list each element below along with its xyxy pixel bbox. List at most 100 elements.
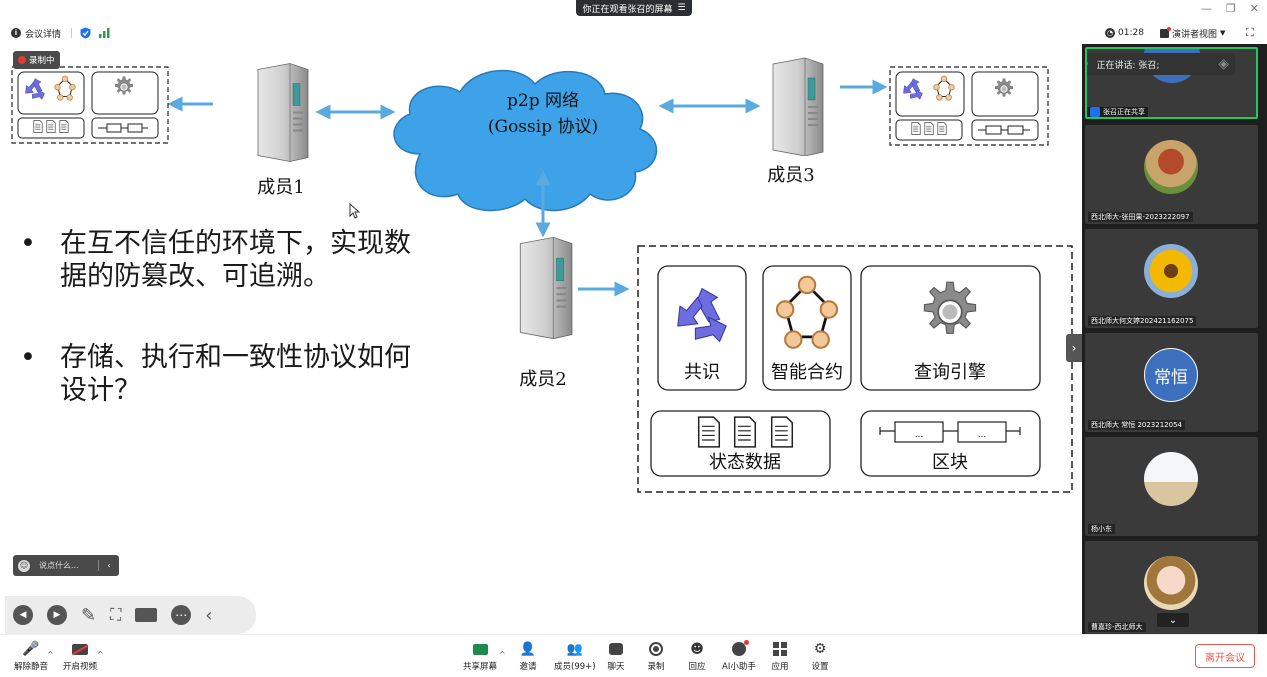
leave-meeting-button[interactable]: 离开会议 — [1195, 644, 1255, 668]
bullet-2-line-2: 设计？ — [60, 375, 141, 406]
record-button[interactable]: 录制 — [647, 641, 665, 672]
server-member3 — [772, 57, 824, 156]
video-off-icon — [71, 641, 89, 657]
sharing-banner[interactable]: 你正在观看张召的屏幕 ☰ — [576, 0, 692, 16]
chat-placeholder: 说点什么... — [39, 561, 79, 570]
ai-assistant-button[interactable]: AI小助手 — [722, 640, 756, 672]
invite-icon: 👤 — [519, 641, 537, 657]
meeting-timer: ◔ 01:28 — [1105, 28, 1144, 38]
timer-value: 01:28 — [1118, 28, 1144, 38]
meeting-toolbar — [0, 634, 1267, 677]
participant-name: 曹嘉珍-西北师大 — [1088, 622, 1146, 632]
state-data-label: 状态数据 — [709, 452, 781, 473]
camera-icon[interactable] — [135, 608, 158, 622]
p2p-cloud — [393, 69, 657, 212]
restore-icon[interactable]: ❐ — [1225, 2, 1236, 15]
invite-label: 邀请 — [519, 662, 537, 672]
bullet-1-line-1: 在互不信任的环境下，实现数 — [60, 228, 411, 259]
block-dots-1: ... — [915, 430, 924, 440]
participant-name: 西北师大 常恒 2023212054 — [1088, 420, 1185, 430]
chat-input[interactable]: ☺ 说点什么... ‹ — [13, 555, 119, 576]
annotation-toolbar: ◀ ▶ ✎ ⛶ ⋯ ‹ — [5, 596, 256, 634]
menu-icon: ☰ — [677, 3, 686, 13]
speaker-tile[interactable]: 🎙 正在讲话: 张召; ◈ 张召正在共享 — [1085, 47, 1258, 119]
bullet-mark: • — [20, 228, 36, 259]
chat-button[interactable]: 聊天 — [607, 641, 625, 672]
participant-tile[interactable]: 常恒 西北师大 常恒 2023212054 — [1085, 333, 1258, 432]
avatar: 常恒 — [1144, 348, 1198, 402]
meeting-info-bar: i 会议详情 ◔ 01:28 演讲者视图 ▼ ⛶ — [0, 22, 1267, 44]
banner-text: 你正在观看张召的屏幕 — [582, 4, 673, 15]
recording-badge[interactable]: 录制中 — [13, 51, 60, 69]
participant-name: 西北师大何文婷202421162075 — [1088, 316, 1197, 326]
divider — [71, 28, 73, 38]
reactions-label: 回应 — [688, 662, 706, 672]
participant-tile[interactable]: 西北师大-张田果-2023222097 — [1085, 125, 1258, 224]
start-video-button[interactable]: 开启视频 — [63, 641, 97, 672]
member1-label: 成员1 — [257, 177, 304, 198]
bullet-mark: • — [20, 342, 36, 373]
settings-button[interactable]: ⚙ 设置 — [811, 641, 829, 672]
consensus-label: 共识 — [684, 362, 720, 383]
record-dot-icon — [18, 56, 26, 64]
invite-button[interactable]: 👤 邀请 — [519, 641, 537, 673]
member3-label: 成员3 — [767, 165, 814, 186]
meeting-details-button[interactable]: i 会议详情 — [11, 27, 61, 40]
bullet-1: • 在互不信任的环境下，实现数 据的防篡改、可追溯。 — [20, 227, 490, 293]
reactions-icon: ☻ — [690, 641, 704, 657]
slide-diagram: p2p 网络 (Gossip 协议) 成员1 成员3 成员2 共识 智能合约 查… — [11, 57, 1073, 493]
divider — [98, 560, 99, 571]
shared-screen: p2p 网络 (Gossip 协议) 成员1 成员3 成员2 共识 智能合约 查… — [0, 44, 1082, 634]
chevron-up-icon[interactable]: ^ — [47, 650, 54, 659]
previous-icon[interactable]: ◀ — [13, 605, 33, 625]
members-button[interactable]: 👥 成员(99+) — [554, 641, 596, 673]
broadcast-icon: ◈ — [1218, 56, 1229, 72]
signal-icon[interactable] — [99, 28, 110, 38]
next-icon[interactable]: ▶ — [47, 605, 67, 625]
apps-label: 应用 — [771, 662, 789, 672]
ai-assistant-icon — [730, 640, 749, 657]
clock-icon: ◔ — [1105, 28, 1115, 38]
emoji-icon[interactable]: ☺ — [18, 559, 30, 572]
cloud-label-2: (Gossip 协议) — [488, 117, 598, 137]
apps-button[interactable]: 应用 — [771, 641, 789, 672]
unmute-button[interactable]: 🎤 解除静音 — [14, 641, 48, 672]
ai-assistant-label: AI小助手 — [722, 662, 756, 672]
server-member2 — [519, 236, 573, 340]
fullscreen-icon[interactable]: ⛶ — [1246, 26, 1254, 39]
layout-icon — [1160, 26, 1171, 38]
panel-toggle-icon[interactable]: › — [1066, 334, 1082, 362]
chat-label: 聊天 — [607, 662, 625, 672]
screenshot-icon[interactable]: ⛶ — [110, 605, 122, 624]
participant-tile[interactable]: ⌄ 曹嘉珍-西北师大 — [1085, 541, 1258, 634]
recording-label: 录制中 — [29, 56, 55, 66]
window-controls: — ❐ ✕ — [1201, 2, 1259, 15]
view-mode-label: 演讲者视图 — [1172, 29, 1218, 40]
close-icon[interactable]: ✕ — [1249, 2, 1259, 15]
collapse-icon[interactable]: ‹ — [205, 604, 213, 626]
more-icon[interactable]: ⋯ — [171, 605, 192, 625]
avatar — [1144, 140, 1198, 194]
mic-off-icon: 🎤 — [22, 641, 40, 657]
contract-label: 智能合约 — [771, 362, 843, 383]
share-screen-button[interactable]: 共享屏幕 — [463, 641, 497, 672]
view-mode-dropdown[interactable]: 演讲者视图 ▼ — [1160, 26, 1225, 40]
participant-tile[interactable]: 西北师大何文婷202421162075 — [1085, 229, 1258, 328]
apps-icon — [771, 641, 789, 657]
collapse-chevron-icon[interactable]: ‹ — [107, 561, 111, 570]
sharing-text: 张召正在共享 — [1103, 108, 1145, 116]
chevron-up-icon[interactable]: ^ — [97, 650, 104, 659]
bullet-1-line-2: 据的防篡改、可追溯。 — [60, 261, 330, 292]
chevron-up-icon[interactable]: ^ — [499, 650, 506, 659]
minimize-icon[interactable]: — — [1200, 2, 1212, 15]
start-video-label: 开启视频 — [63, 662, 98, 672]
avatar — [1144, 556, 1198, 610]
participant-tile[interactable]: 杨小东 — [1085, 437, 1258, 536]
bullet-2: •存储、执行和一致性协议如何 设计？ — [20, 341, 490, 407]
shield-icon[interactable] — [80, 27, 91, 39]
scroll-down-icon[interactable]: ⌄ — [1157, 613, 1189, 627]
record-icon — [647, 641, 665, 657]
meeting-details-label: 会议详情 — [25, 29, 62, 40]
reactions-button[interactable]: ☻ 回应 — [688, 641, 706, 673]
pen-icon[interactable]: ✎ — [81, 604, 97, 626]
